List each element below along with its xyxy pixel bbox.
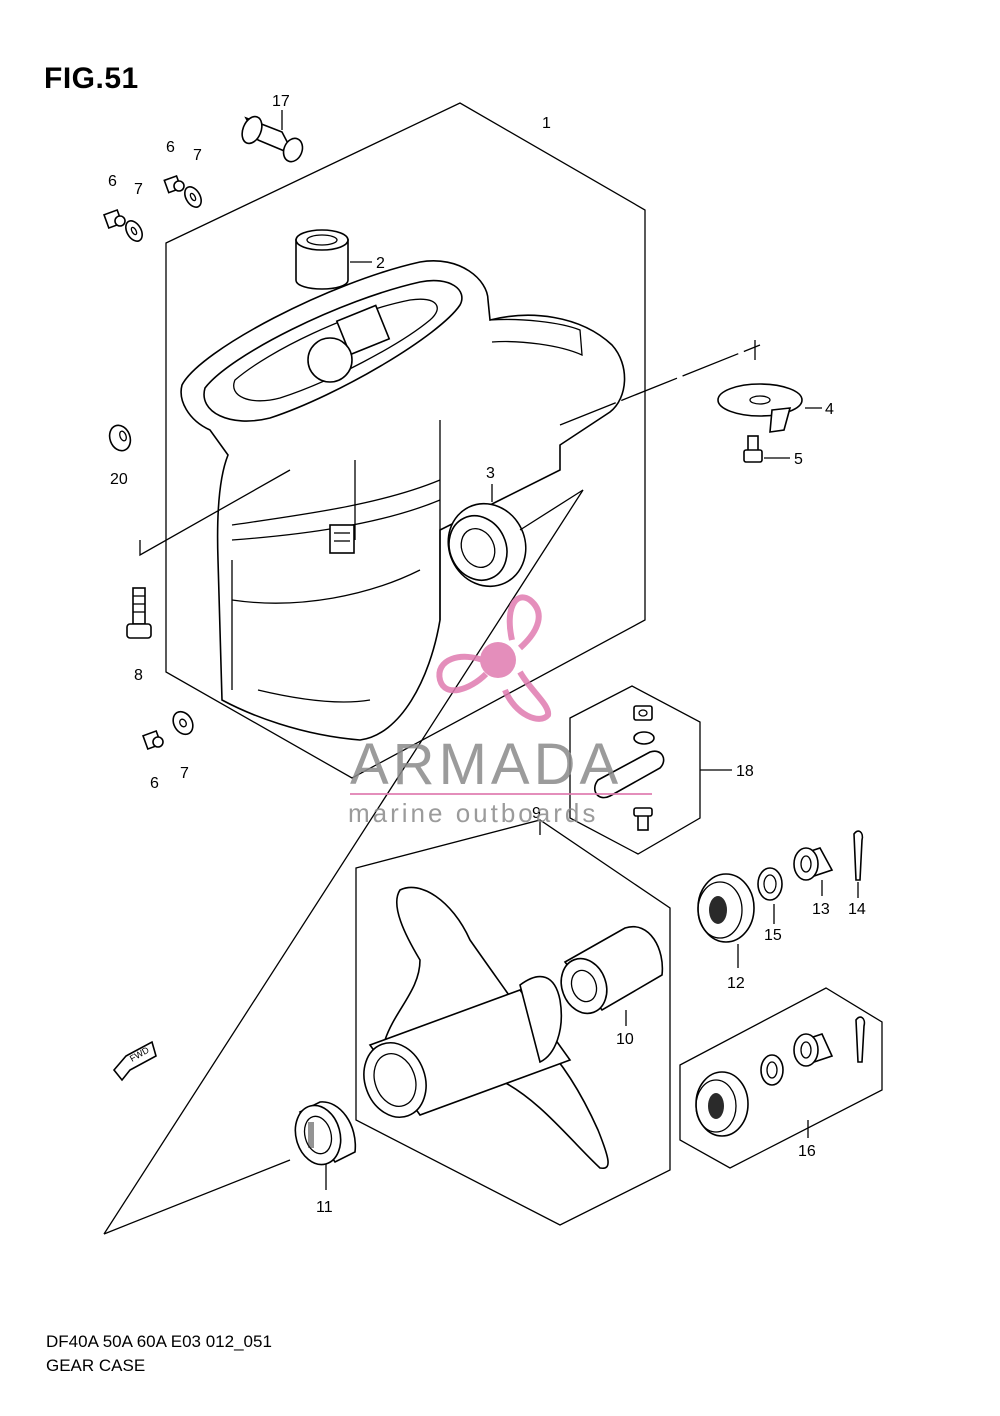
callout-18: 18 bbox=[736, 763, 754, 780]
watermark-tagline: marine outboards bbox=[348, 798, 598, 828]
watermark-brand: ARMADA bbox=[350, 732, 622, 797]
callout-7-c: 7 bbox=[180, 765, 189, 782]
group-outline-18 bbox=[569, 685, 701, 855]
callout-4: 4 bbox=[825, 401, 834, 418]
callout-7-a: 7 bbox=[134, 181, 143, 198]
callout-20: 20 bbox=[110, 471, 128, 488]
anode-part-4 bbox=[717, 383, 803, 433]
callout-9: 9 bbox=[532, 805, 541, 822]
stopper-part-11 bbox=[294, 1101, 357, 1166]
group-outline-16 bbox=[679, 987, 883, 1169]
section-name: GEAR CASE bbox=[46, 1356, 146, 1375]
bolt-part-6-a bbox=[103, 209, 126, 229]
plate-part-18 bbox=[594, 750, 665, 799]
thrust-washer-part-12 bbox=[697, 873, 755, 943]
callout-13: 13 bbox=[812, 901, 830, 918]
bushing-part-2 bbox=[295, 229, 349, 290]
gear-case-housing bbox=[180, 260, 626, 741]
leader-part-8 bbox=[139, 469, 291, 557]
cotter-pin-part-16 bbox=[855, 1016, 866, 1063]
seal-part-3 bbox=[447, 502, 527, 588]
grommet-part-20 bbox=[108, 424, 132, 452]
callout-6-b: 6 bbox=[166, 139, 175, 156]
model-code: DF40A 50A 60A E03 012_051 bbox=[46, 1332, 272, 1351]
callout-8: 8 bbox=[134, 667, 143, 684]
bolt-part-6-b bbox=[163, 174, 185, 194]
group-outline-1 bbox=[165, 102, 646, 779]
washer-part-7-c bbox=[172, 710, 194, 736]
bolt-part-6-c bbox=[142, 730, 164, 750]
washer-part-15 bbox=[757, 867, 783, 901]
screw-part-18 bbox=[633, 807, 653, 831]
cotter-pin-part-14 bbox=[853, 830, 864, 881]
leader-diagonal-a bbox=[103, 489, 584, 1235]
nut-part-18 bbox=[633, 705, 653, 721]
forward-arrow-icon: FWD bbox=[112, 1040, 157, 1082]
propeller-part-9 bbox=[363, 886, 609, 1169]
castle-nut-part-16 bbox=[793, 1033, 834, 1067]
callout-16: 16 bbox=[798, 1143, 816, 1160]
washer-part-7-b bbox=[184, 186, 202, 208]
armada-logo: ARMADA marine outboards bbox=[348, 594, 652, 828]
callout-17: 17 bbox=[272, 93, 290, 110]
callout-1: 1 bbox=[542, 115, 551, 132]
callout-2: 2 bbox=[376, 255, 385, 272]
castle-nut-part-13 bbox=[793, 847, 834, 881]
washer-part-18 bbox=[633, 731, 655, 745]
spacer-part-10 bbox=[560, 925, 664, 1015]
callout-10: 10 bbox=[616, 1031, 634, 1048]
callout-5: 5 bbox=[794, 451, 803, 468]
bolt-part-8 bbox=[126, 587, 152, 639]
washer-part-7-a bbox=[125, 220, 143, 242]
figure-title: FIG.51 bbox=[44, 62, 139, 95]
plug-part-17 bbox=[241, 115, 304, 163]
callout-11: 11 bbox=[316, 1199, 333, 1216]
callout-6-c: 6 bbox=[150, 775, 159, 792]
callout-12: 12 bbox=[727, 975, 745, 992]
leader-diagonal-b bbox=[103, 1159, 291, 1235]
callout-15: 15 bbox=[764, 927, 782, 944]
callout-7-b: 7 bbox=[193, 147, 202, 164]
washer-part-16 bbox=[760, 1054, 784, 1086]
bolt-part-5 bbox=[743, 435, 763, 463]
thrust-washer-part-16 bbox=[695, 1071, 749, 1137]
callout-6-a: 6 bbox=[108, 173, 117, 190]
callout-3: 3 bbox=[486, 465, 495, 482]
callout-14: 14 bbox=[848, 901, 866, 918]
